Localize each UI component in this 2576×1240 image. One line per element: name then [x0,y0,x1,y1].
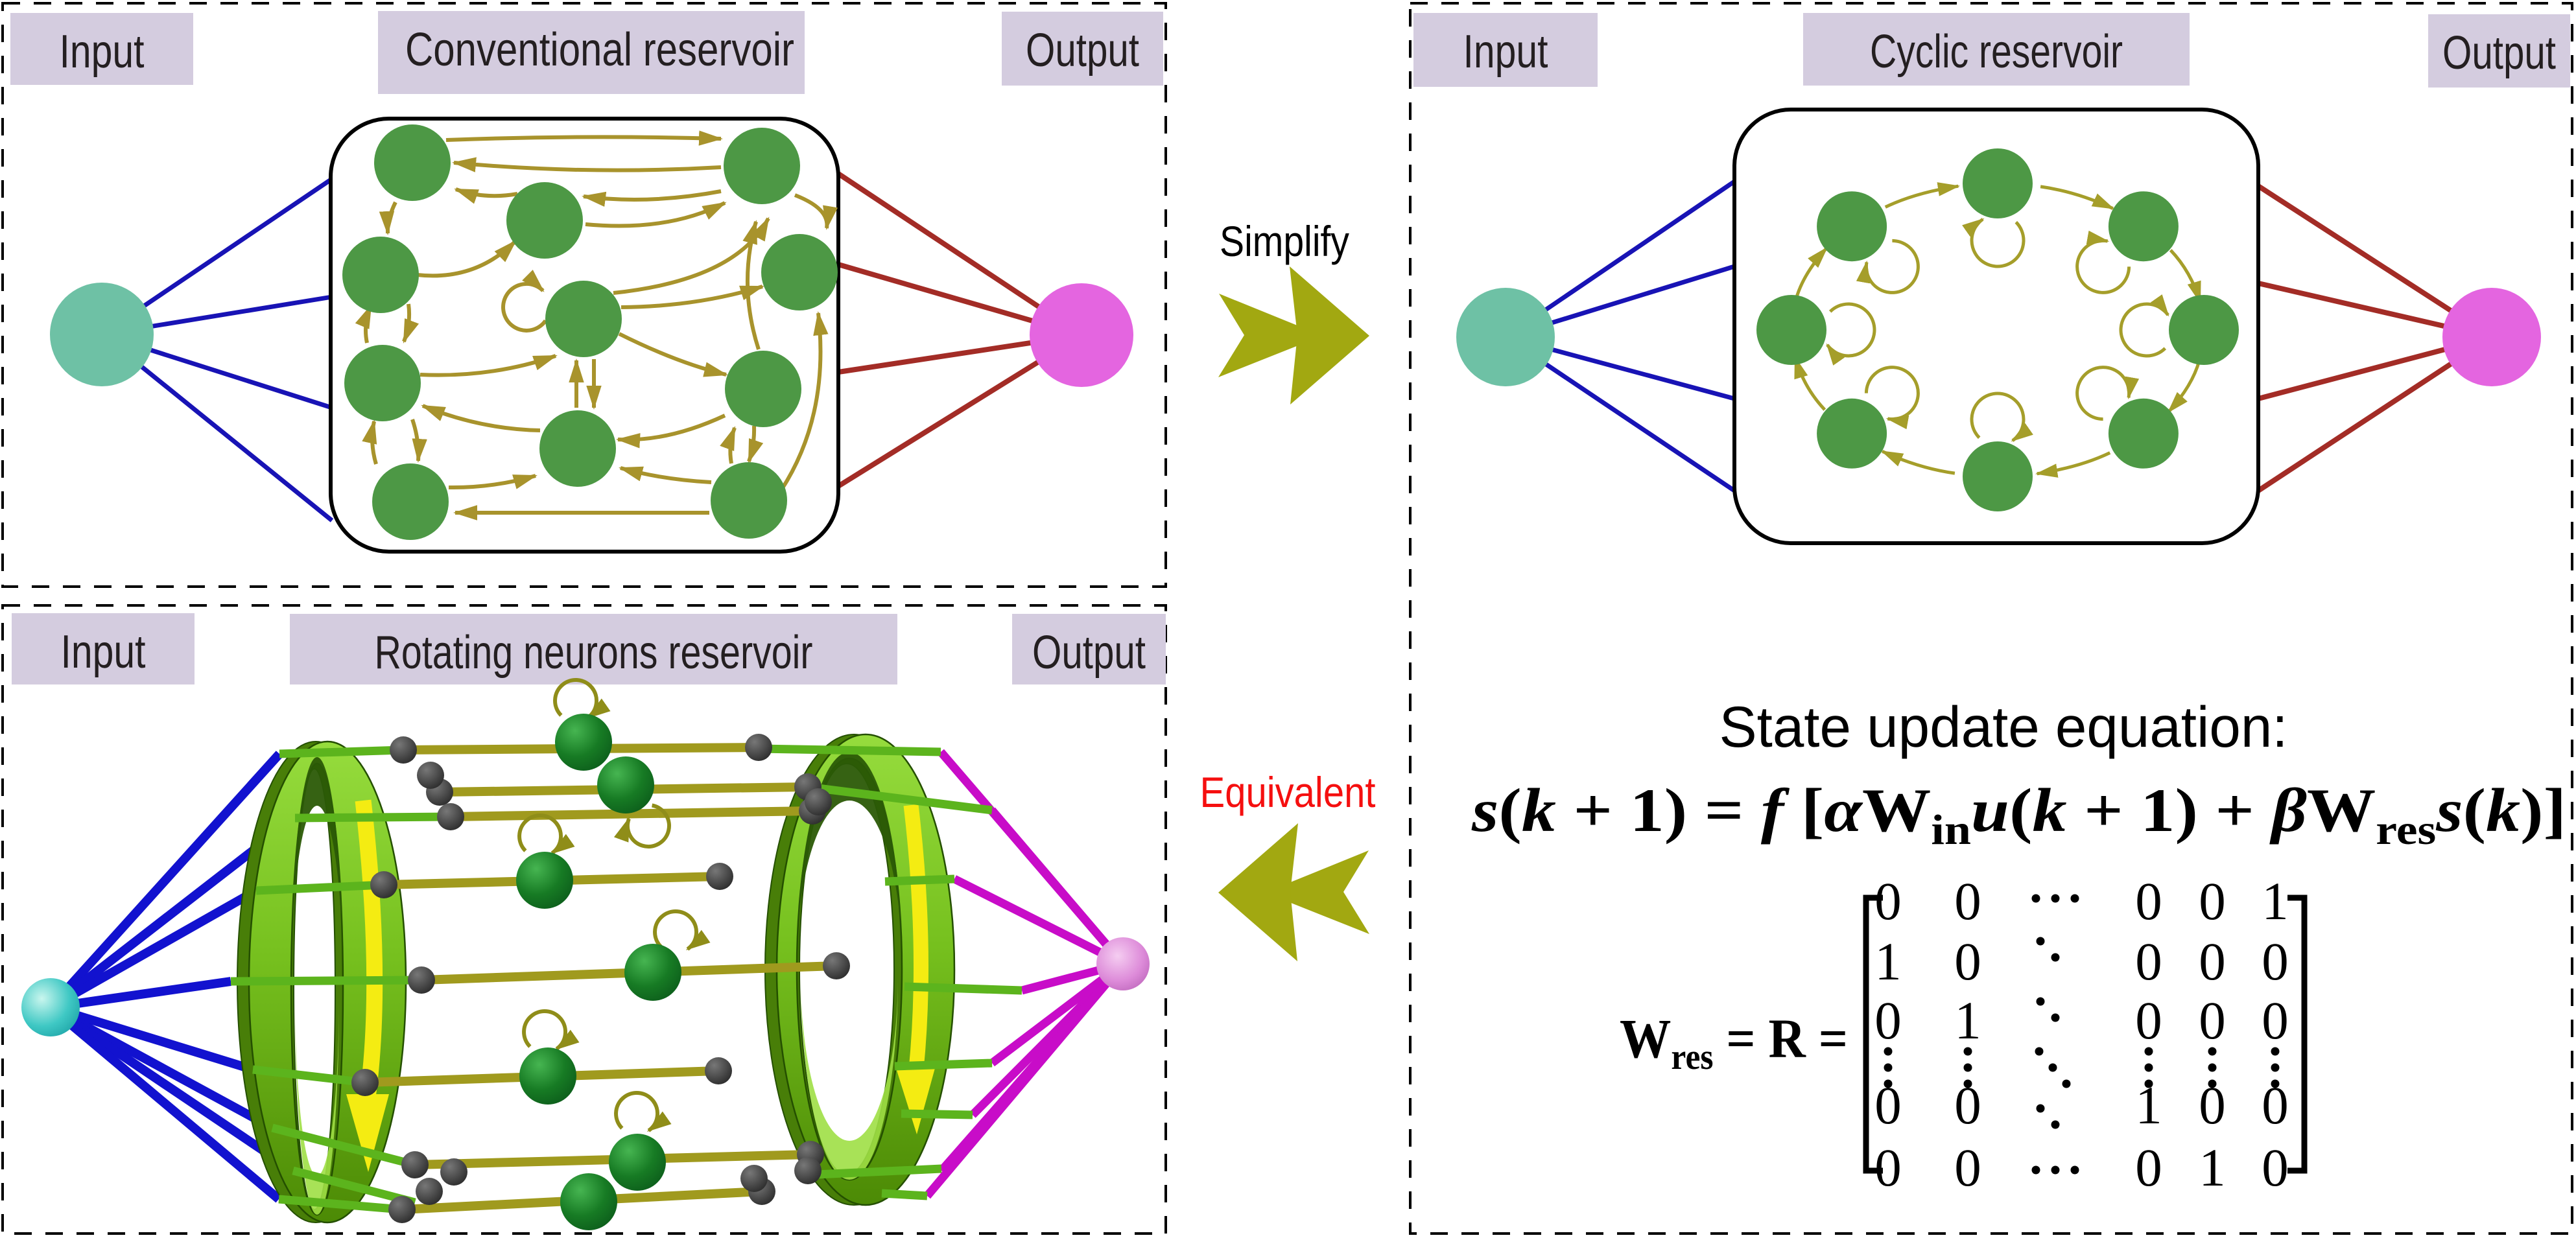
svg-text:1: 1 [2135,1075,2162,1135]
svg-text:0: 0 [1874,1138,1902,1197]
svg-text:Output: Output [1026,25,1139,76]
svg-text:0: 0 [2262,1138,2289,1197]
svg-text:Output: Output [2442,27,2556,79]
svg-text:0: 0 [1954,931,1981,991]
svg-text:Rotating neurons reservoir: Rotating neurons reservoir [375,627,813,679]
svg-text:0: 0 [2135,931,2162,991]
svg-text:0: 0 [2262,931,2289,991]
svg-text:0: 0 [2199,990,2226,1050]
svg-text:0: 0 [2199,931,2226,991]
svg-text:0: 0 [2135,871,2162,931]
svg-text:Input: Input [1463,26,1548,78]
svg-text:1: 1 [2199,1138,2226,1197]
svg-text:0: 0 [1954,1075,1981,1135]
svg-text:1: 1 [1874,931,1902,991]
svg-text:Input: Input [60,26,145,78]
svg-text:0: 0 [2199,1075,2226,1135]
svg-text:Simplify: Simplify [1220,217,1349,265]
svg-text:0: 0 [1874,990,1902,1050]
svg-text:State update equation:: State update equation: [1719,694,2288,759]
svg-text:0: 0 [2135,990,2162,1050]
svg-text:0: 0 [1954,1138,1981,1197]
svg-text:0: 0 [2262,1075,2289,1135]
svg-text:Wres = R =: Wres = R = [1620,1007,1848,1077]
svg-text:1: 1 [2262,871,2289,931]
svg-text:Output: Output [1032,627,1146,679]
svg-text:0: 0 [2199,871,2226,931]
svg-text:0: 0 [2262,990,2289,1050]
svg-text:Conventional reservoir: Conventional reservoir [405,24,794,76]
svg-text:Input: Input [61,626,146,678]
svg-text:Cyclic reservoir: Cyclic reservoir [1870,26,2123,78]
svg-text:0: 0 [1954,871,1981,931]
svg-text:0: 0 [1874,1075,1902,1135]
svg-text:1: 1 [1954,990,1981,1050]
svg-text:0: 0 [2135,1138,2162,1197]
svg-text:Equivalent: Equivalent [1200,768,1376,816]
svg-text:0: 0 [1874,871,1902,931]
